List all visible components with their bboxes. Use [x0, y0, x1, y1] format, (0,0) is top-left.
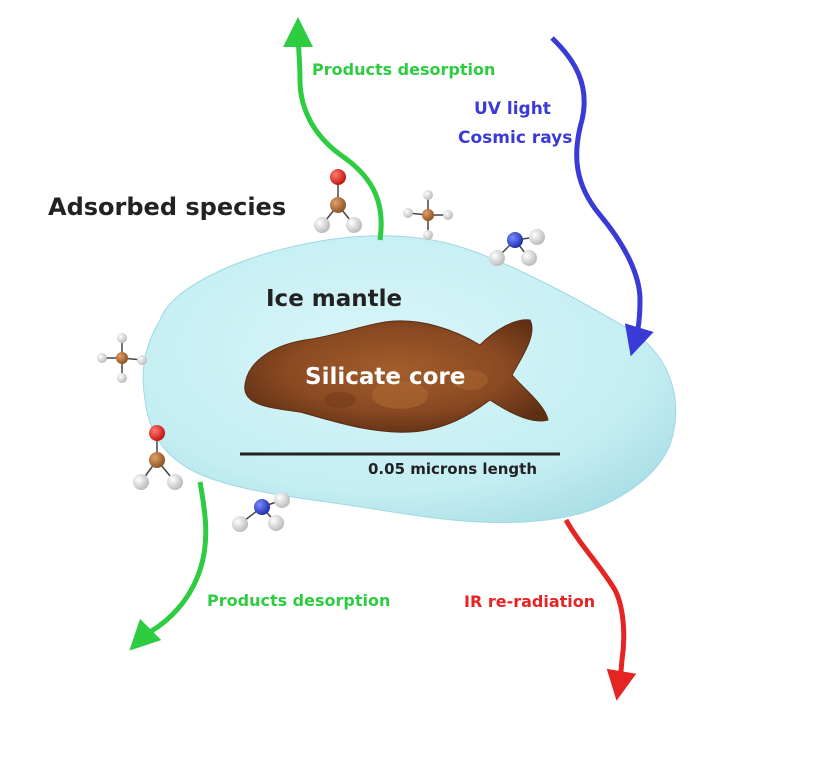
hydrogen-atom — [403, 208, 413, 218]
hydrogen-atom — [117, 373, 127, 383]
molecule-methane — [403, 190, 453, 240]
molecule-ammonia — [232, 492, 290, 532]
hydrogen-atom — [117, 333, 127, 343]
hydrogen-atom — [97, 353, 107, 363]
products-desorption-bottom-label: Products desorption — [207, 591, 390, 610]
hydrogen-atom — [443, 210, 453, 220]
core-highlight — [372, 381, 428, 409]
uv-cosmic-arrow — [550, 36, 654, 357]
carbon-atom — [330, 197, 346, 213]
ice-mantle-label: Ice mantle — [266, 286, 402, 312]
carbon-atom — [149, 452, 165, 468]
uv-light-label: UV light — [474, 99, 551, 119]
core-highlight — [324, 392, 356, 408]
ir-reradiation-arrow — [563, 518, 637, 701]
oxygen-atom — [330, 169, 346, 185]
carbon-atom — [116, 352, 128, 364]
desorption-arrow-bottom — [129, 481, 209, 651]
hydrogen-atom — [274, 492, 290, 508]
ir-reradiation-label: IR re-radiation — [464, 592, 595, 611]
cosmic-rays-label: Cosmic rays — [458, 128, 572, 148]
molecule-methanol-like — [314, 169, 362, 233]
hydrogen-atom — [529, 229, 545, 245]
oxygen-atom — [149, 425, 165, 441]
hydrogen-atom — [268, 515, 284, 531]
desorption-arrow-top — [283, 17, 384, 241]
hydrogen-atom — [423, 190, 433, 200]
products-desorption-top-label: Products desorption — [312, 60, 495, 79]
hydrogen-atom — [137, 355, 147, 365]
hydrogen-atom — [346, 217, 362, 233]
core-highlight — [452, 370, 488, 390]
carbon-atom — [422, 209, 434, 221]
molecule-methane — [97, 333, 147, 383]
nitrogen-atom — [507, 232, 523, 248]
hydrogen-atom — [314, 217, 330, 233]
hydrogen-atom — [167, 474, 183, 490]
molecule-ammonia — [489, 229, 545, 266]
hydrogen-atom — [489, 250, 505, 266]
silicate-core-shape — [244, 319, 549, 433]
adsorbed-species-label: Adsorbed species — [48, 193, 286, 221]
hydrogen-atom — [423, 230, 433, 240]
hydrogen-atom — [133, 474, 149, 490]
molecule-methanol-like — [133, 425, 183, 490]
hydrogen-atom — [232, 516, 248, 532]
silicate-core-label: Silicate core — [305, 364, 465, 390]
scale-label: 0.05 microns length — [368, 460, 537, 478]
adsorbed-molecules — [97, 169, 545, 532]
hydrogen-atom — [521, 250, 537, 266]
nitrogen-atom — [254, 499, 270, 515]
